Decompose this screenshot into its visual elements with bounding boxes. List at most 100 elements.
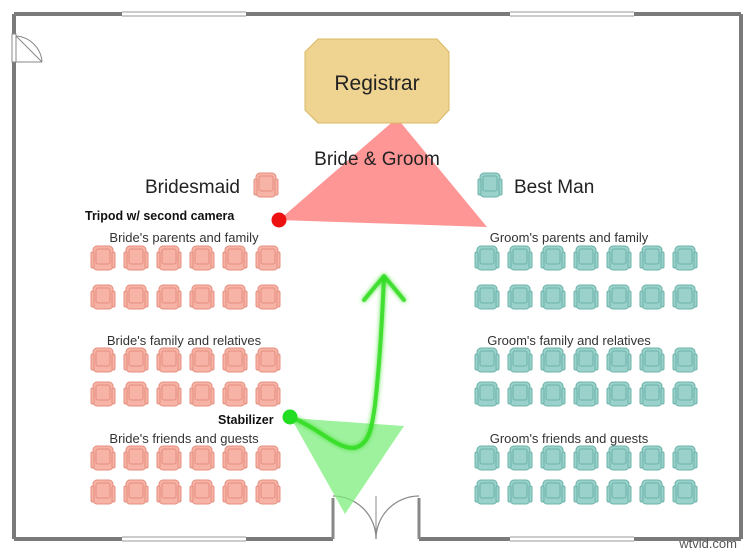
- groom-chair[interactable]: [507, 381, 533, 407]
- bridesmaid-chair-icon[interactable]: [253, 172, 279, 198]
- bride-chair[interactable]: [156, 445, 182, 471]
- stabilizer-label: Stabilizer: [218, 413, 274, 427]
- groom-chair[interactable]: [573, 284, 599, 310]
- groom-chair[interactable]: [573, 347, 599, 373]
- groom-chair[interactable]: [639, 347, 665, 373]
- registrar-label: Registrar: [334, 72, 419, 95]
- bride-chair[interactable]: [156, 245, 182, 271]
- bridesmaid-chair[interactable]: [253, 172, 279, 198]
- groom-chair[interactable]: [639, 479, 665, 505]
- groom-chair[interactable]: [540, 245, 566, 271]
- bride-chair[interactable]: [189, 479, 215, 505]
- bride-chair[interactable]: [255, 284, 281, 310]
- groom-side-seating: [474, 245, 698, 505]
- groom-chair[interactable]: [639, 284, 665, 310]
- groom-chair[interactable]: [540, 347, 566, 373]
- bride-chair[interactable]: [123, 445, 149, 471]
- groom-chair[interactable]: [474, 284, 500, 310]
- groom-chair[interactable]: [540, 445, 566, 471]
- groom-chair[interactable]: [474, 445, 500, 471]
- groom-chair[interactable]: [573, 381, 599, 407]
- groom-chair[interactable]: [672, 445, 698, 471]
- bride-chair[interactable]: [255, 381, 281, 407]
- stabilizer-view-cone: [291, 418, 404, 514]
- watermark: wtvid.com: [678, 536, 737, 551]
- groom-chair[interactable]: [606, 284, 632, 310]
- bride-chair[interactable]: [90, 284, 116, 310]
- bride-chair[interactable]: [255, 445, 281, 471]
- bride-chair[interactable]: [123, 347, 149, 373]
- tripod-view-cone: [279, 118, 487, 227]
- bride-chair[interactable]: [123, 245, 149, 271]
- bride-chair[interactable]: [90, 381, 116, 407]
- bride-chair[interactable]: [255, 245, 281, 271]
- groom-chair[interactable]: [672, 347, 698, 373]
- bride-chair[interactable]: [123, 284, 149, 310]
- stabilizer-path: [291, 274, 406, 450]
- groom-chair[interactable]: [573, 445, 599, 471]
- bride-chair[interactable]: [156, 479, 182, 505]
- bride-chair[interactable]: [156, 284, 182, 310]
- groom-chair[interactable]: [639, 445, 665, 471]
- groom-chair[interactable]: [474, 479, 500, 505]
- entrance-double-door[interactable]: [331, 495, 421, 540]
- bride-chair[interactable]: [156, 347, 182, 373]
- groom-chair[interactable]: [507, 479, 533, 505]
- groom-chair[interactable]: [474, 245, 500, 271]
- groom-chair[interactable]: [540, 381, 566, 407]
- bride-chair[interactable]: [123, 381, 149, 407]
- room-walls: [12, 12, 743, 541]
- bride-chair[interactable]: [255, 479, 281, 505]
- groom-chair[interactable]: [540, 284, 566, 310]
- groom-chair[interactable]: [606, 479, 632, 505]
- groom-chair[interactable]: [474, 347, 500, 373]
- bride-chair[interactable]: [222, 479, 248, 505]
- groom-chair[interactable]: [606, 381, 632, 407]
- groom-chair[interactable]: [507, 284, 533, 310]
- bride-chair[interactable]: [222, 445, 248, 471]
- bride-chair[interactable]: [255, 347, 281, 373]
- groom-chair[interactable]: [672, 245, 698, 271]
- groom-chair[interactable]: [672, 284, 698, 310]
- bride-chair[interactable]: [90, 445, 116, 471]
- bride-chair[interactable]: [189, 245, 215, 271]
- groom-chair[interactable]: [507, 445, 533, 471]
- groom-chair[interactable]: [507, 245, 533, 271]
- groom-chair[interactable]: [573, 479, 599, 505]
- groom-chair[interactable]: [474, 381, 500, 407]
- groom-chair[interactable]: [573, 245, 599, 271]
- groom-chair[interactable]: [672, 381, 698, 407]
- groom-chair[interactable]: [672, 479, 698, 505]
- bride-chair[interactable]: [189, 445, 215, 471]
- bride-chair[interactable]: [222, 284, 248, 310]
- best-man-chair[interactable]: [477, 172, 503, 198]
- groom-chair[interactable]: [606, 245, 632, 271]
- bride-chair[interactable]: [189, 284, 215, 310]
- bride-groom-label: Bride & Groom: [314, 149, 440, 170]
- stabilizer-camera-marker[interactable]: [282, 409, 298, 425]
- windows: [122, 11, 634, 542]
- tripod-camera-marker[interactable]: [271, 212, 287, 228]
- bride-chair[interactable]: [156, 381, 182, 407]
- bride-chair[interactable]: [90, 479, 116, 505]
- groom-chair[interactable]: [507, 347, 533, 373]
- groom-block-2-label: Groom's family and relatives: [487, 333, 651, 348]
- bride-chair[interactable]: [90, 347, 116, 373]
- registrar-table[interactable]: Registrar: [304, 38, 450, 124]
- groom-chair[interactable]: [606, 445, 632, 471]
- bride-chair[interactable]: [222, 347, 248, 373]
- groom-chair[interactable]: [540, 479, 566, 505]
- bride-chair[interactable]: [90, 245, 116, 271]
- bride-chair[interactable]: [222, 381, 248, 407]
- groom-block-3-label: Groom's friends and guests: [490, 431, 649, 446]
- best-man-chair-icon[interactable]: [477, 172, 503, 198]
- bride-chair[interactable]: [189, 347, 215, 373]
- bride-chair[interactable]: [123, 479, 149, 505]
- bride-chair[interactable]: [222, 245, 248, 271]
- groom-chair[interactable]: [639, 245, 665, 271]
- groom-chair[interactable]: [639, 381, 665, 407]
- side-door[interactable]: [11, 33, 43, 63]
- bride-chair[interactable]: [189, 381, 215, 407]
- groom-chair[interactable]: [606, 347, 632, 373]
